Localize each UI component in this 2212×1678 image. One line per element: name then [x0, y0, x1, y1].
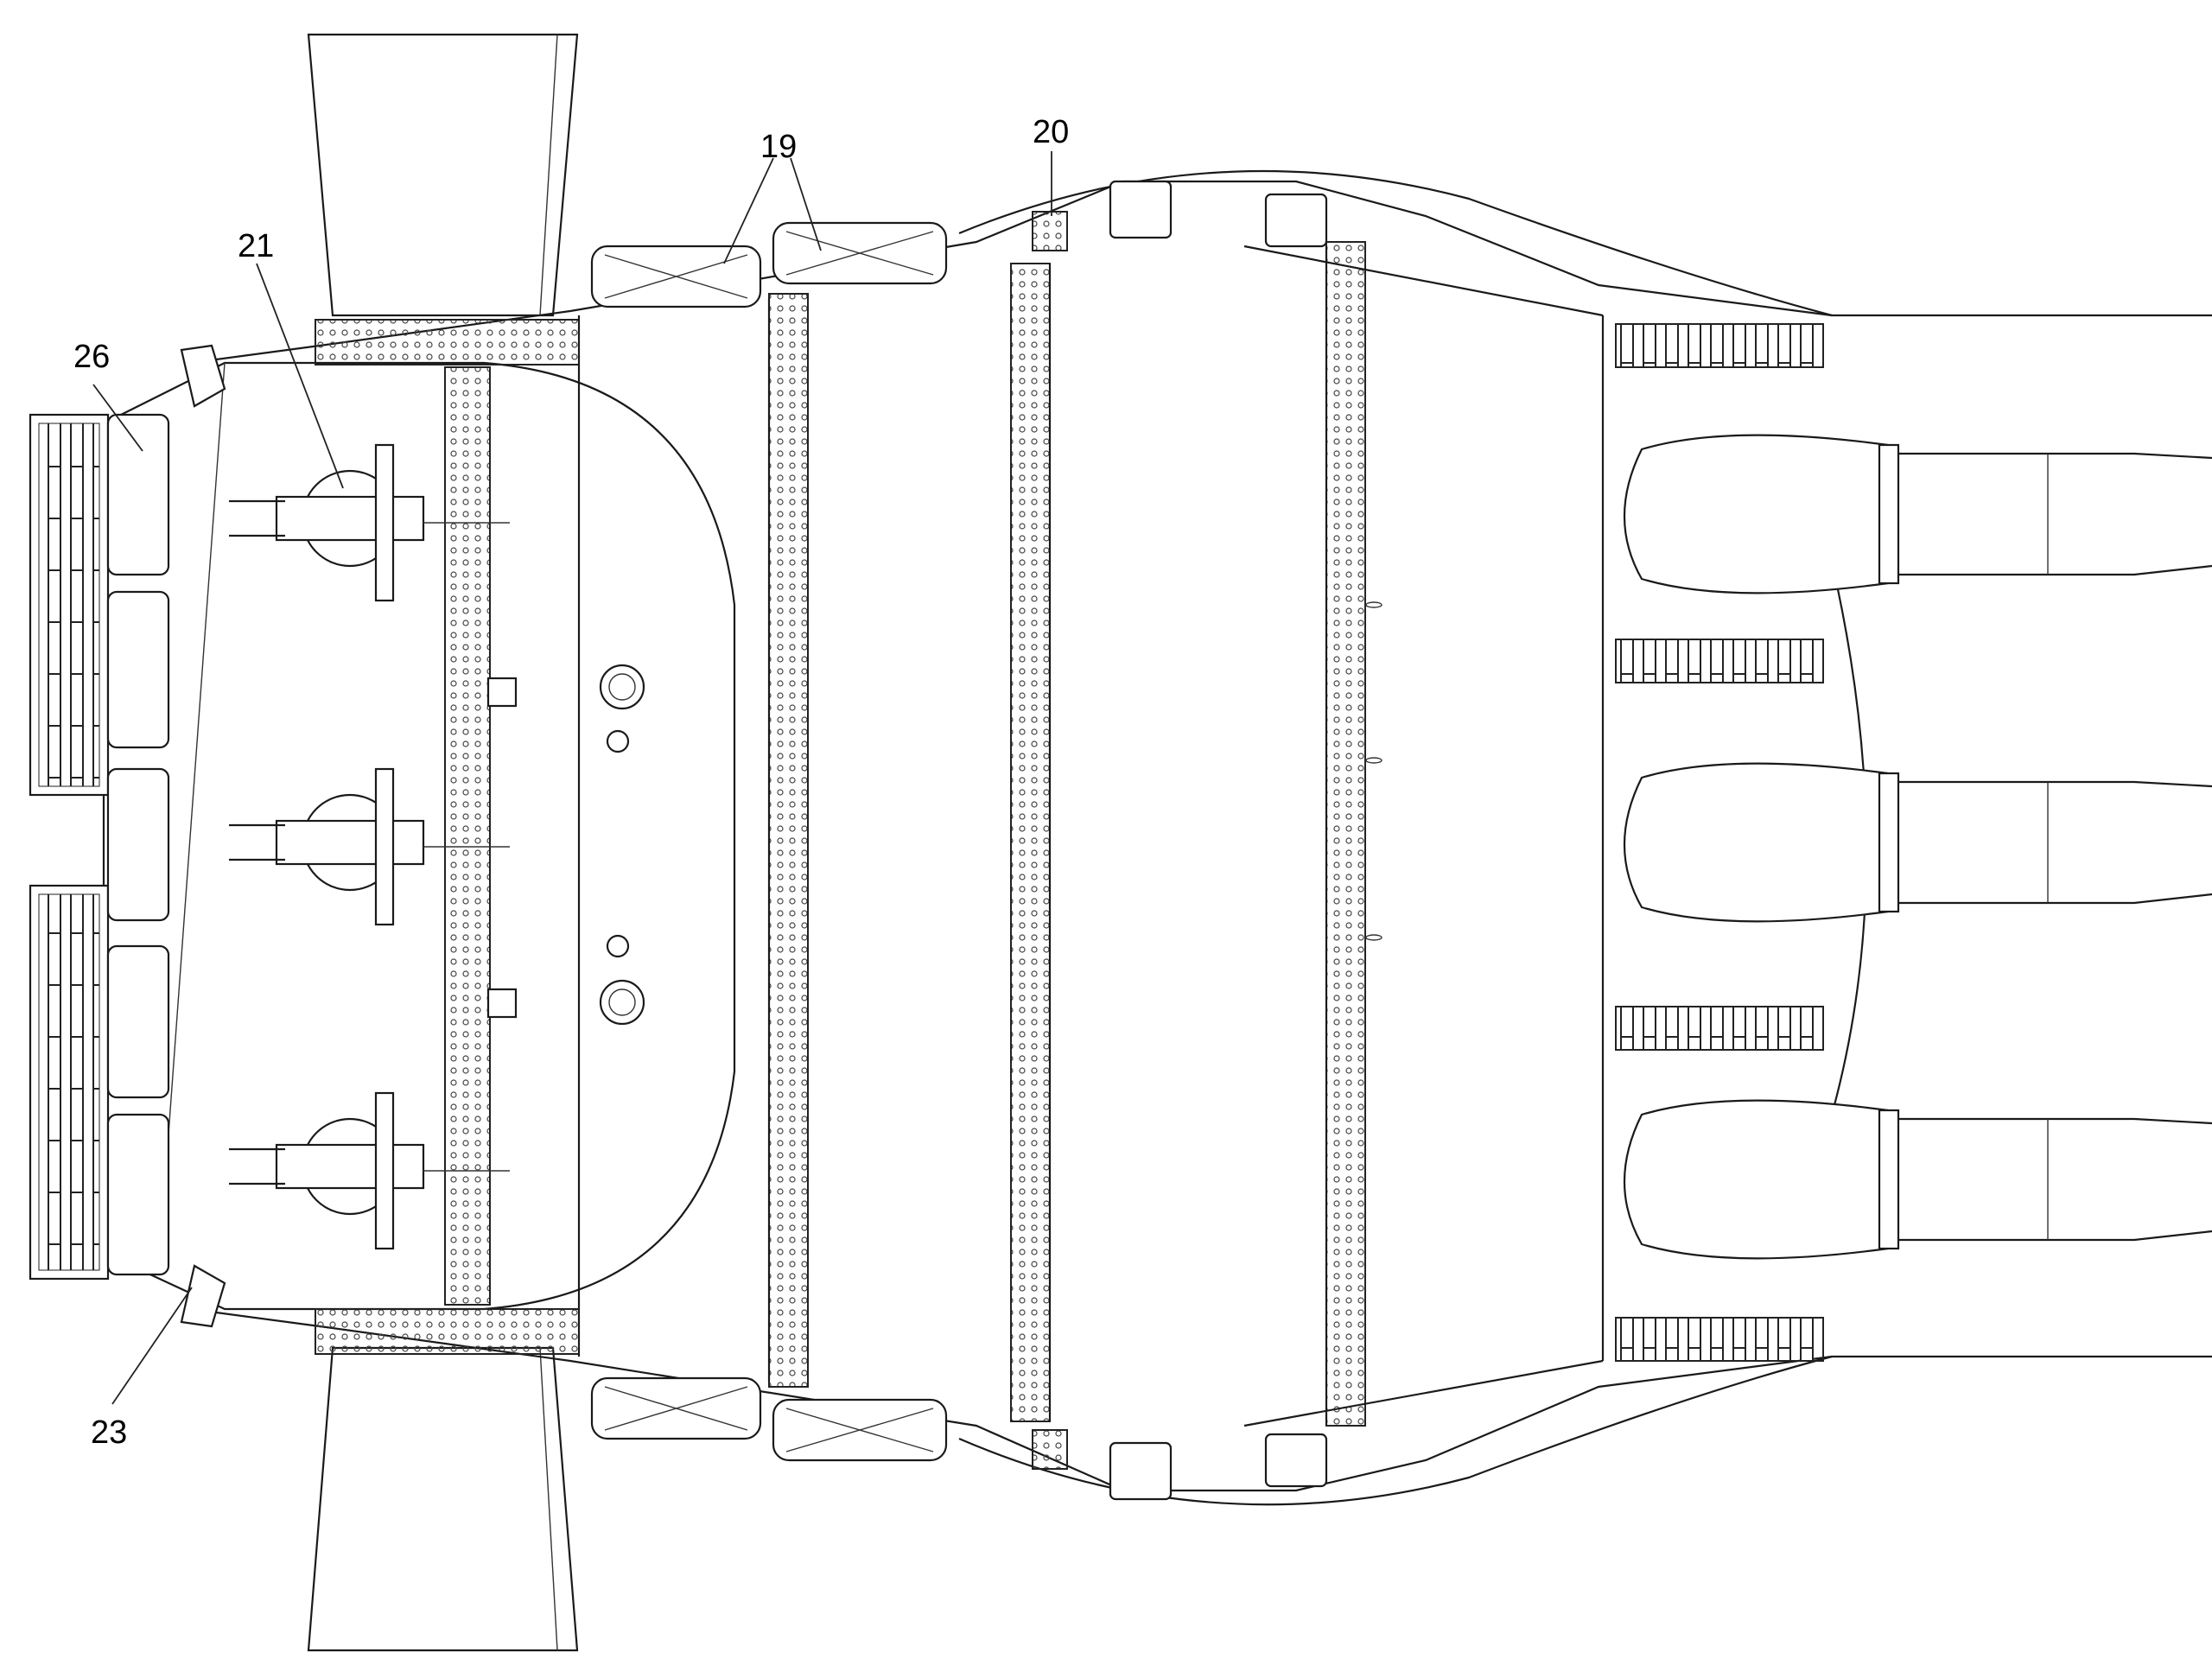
bottom-side-pod	[307, 1346, 579, 1652]
ref-label-21: 21	[238, 228, 274, 264]
rear-panels	[106, 413, 170, 1276]
corner-brackets	[180, 344, 226, 1328]
panel-marks	[1365, 601, 1382, 941]
mount-top	[229, 443, 510, 602]
side-nodes	[486, 664, 645, 1026]
thruster-top	[1624, 434, 2212, 594]
leader-lines	[92, 151, 1052, 1405]
ref-label-23: 23	[91, 1414, 127, 1451]
ref-label-26: 26	[73, 339, 110, 375]
front-ladders	[1615, 323, 1824, 1362]
hatches	[1109, 180, 1328, 1501]
mount-middle	[229, 767, 510, 926]
rivet-bands	[315, 241, 1366, 1427]
ref-label-19: 19	[760, 129, 797, 165]
ref-label-20: 20	[1033, 114, 1069, 150]
thruster-middle	[1624, 762, 2212, 923]
rear-cargo-racks	[29, 413, 110, 1281]
top-side-pod	[307, 33, 579, 317]
mount-bottom	[229, 1091, 510, 1250]
main-deck	[577, 245, 1605, 1427]
cargo-nets-bottom	[590, 1376, 948, 1462]
thruster-bottom	[1624, 1099, 2212, 1260]
grilles	[1032, 211, 1068, 1470]
